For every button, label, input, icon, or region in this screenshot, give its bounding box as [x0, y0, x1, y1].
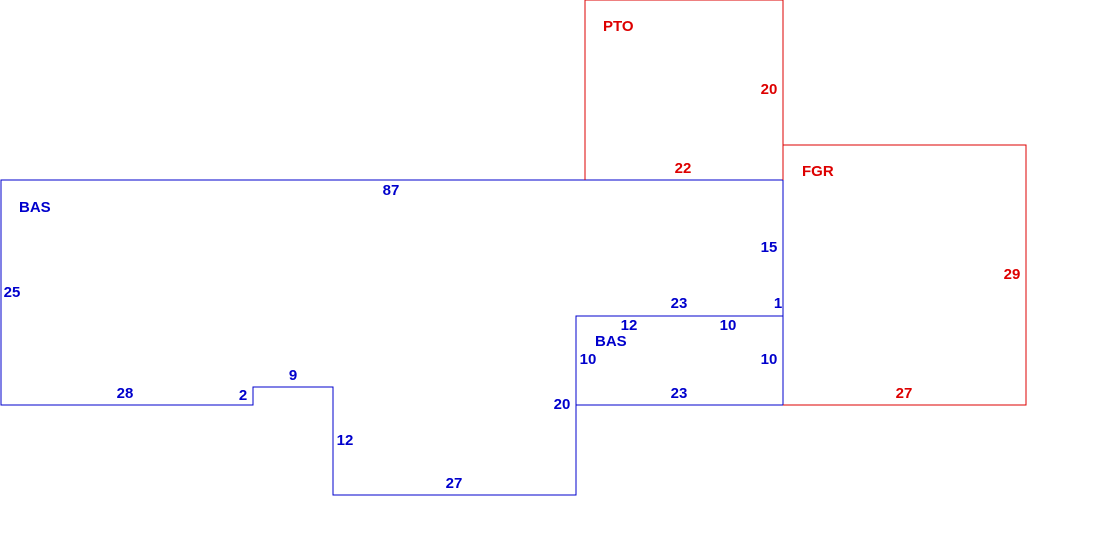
dimension-label: 27 — [896, 385, 913, 402]
patio-area-label: PTO — [603, 18, 634, 35]
patio-area-outline — [584, 0, 784, 180]
dimension-label: 23 — [671, 295, 688, 312]
dimension-label: 10 — [580, 351, 597, 368]
dimension-label: 12 — [621, 317, 638, 334]
dimension-label: 9 — [289, 367, 297, 384]
dimension-label: 25 — [4, 284, 21, 301]
base-area-outline — [0, 179, 784, 496]
dimension-label: 10 — [761, 351, 778, 368]
inner-base-area-label: BAS — [595, 333, 627, 350]
base-area-label: BAS — [19, 199, 51, 216]
garage-area-outline — [783, 144, 1027, 406]
dimension-label: 15 — [761, 239, 778, 256]
dimension-label: 23 — [671, 385, 688, 402]
dimension-label: 27 — [446, 475, 463, 492]
dimension-label: 1 — [774, 295, 782, 312]
dimension-label: 20 — [761, 81, 778, 98]
garage-area-label: FGR — [802, 163, 834, 180]
dimension-label: 2 — [239, 387, 247, 404]
dimension-label: 22 — [675, 160, 692, 177]
dimension-label: 29 — [1004, 266, 1021, 283]
dimension-label: 87 — [383, 182, 400, 199]
dimension-label: 20 — [554, 396, 571, 413]
dimension-label: 10 — [720, 317, 737, 334]
dimension-label: 12 — [337, 432, 354, 449]
dimension-label: 28 — [117, 385, 134, 402]
